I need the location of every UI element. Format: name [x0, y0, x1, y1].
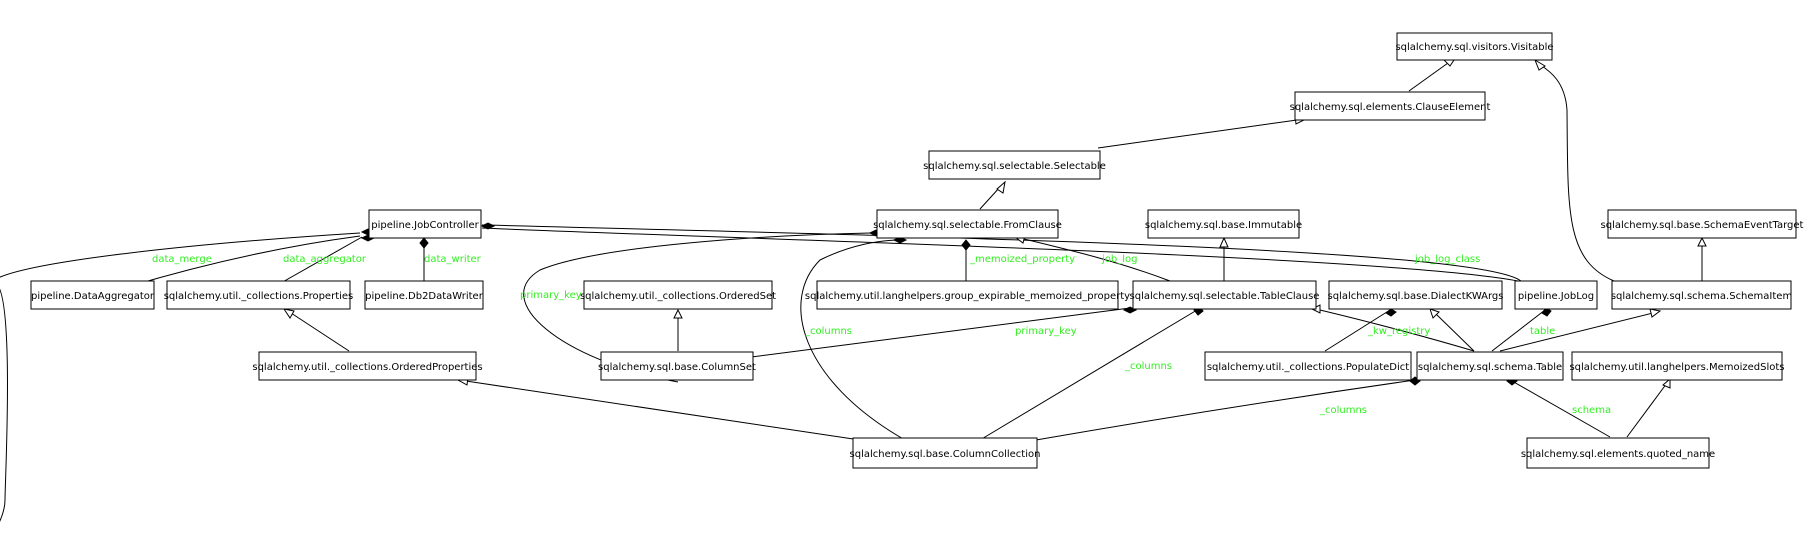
node-label: sqlalchemy.sql.base.ColumnSet — [598, 362, 756, 373]
edge-schematable-joblog — [1491, 309, 1546, 352]
edge-selectable-clauseelement — [1097, 119, 1298, 149]
edge-schemaitem-visitable — [1538, 63, 1615, 282]
edge-schematable-dialectkwargs — [1435, 313, 1475, 352]
node-label: sqlalchemy.sql.selectable.FromClause — [873, 220, 1062, 231]
node-label: sqlalchemy.sql.selectable.TableClause — [1130, 291, 1320, 302]
node-selectable: sqlalchemy.sql.selectable.Selectable — [923, 150, 1106, 180]
node-columnset: sqlalchemy.sql.base.ColumnSet — [598, 351, 756, 381]
arrowhead-properties — [282, 308, 295, 319]
edge-columnset-tableclause — [743, 307, 1131, 359]
arrowhead-dialectkwargs — [1429, 308, 1440, 319]
node-label: sqlalchemy.sql.base.DialectKWArgs — [1327, 291, 1503, 302]
arrowhead-visitable-2 — [1533, 58, 1546, 71]
edge-label-job-log-class: job_log_class — [1414, 254, 1480, 265]
edge-columncollection-orderedproperties — [465, 380, 861, 441]
arrowhead-memoizedslots — [1662, 377, 1671, 389]
node-properties: sqlalchemy.util._collections.Properties — [164, 280, 354, 310]
node-label: sqlalchemy.sql.elements.ClauseElement — [1290, 102, 1491, 113]
node-columncollection: sqlalchemy.sql.base.ColumnCollection — [850, 437, 1041, 469]
edge-label-kw-registry: _kw_registry — [1367, 326, 1430, 337]
arrowhead-schemaitem — [1649, 308, 1662, 318]
node-fromclause: sqlalchemy.sql.selectable.FromClause — [873, 209, 1062, 239]
edge-label-columns-3: _columns — [1319, 405, 1367, 416]
diamond-fromclause-2 — [961, 239, 971, 251]
node-label: sqlalchemy.sql.visitors.Visitable — [1395, 42, 1553, 53]
node-label: sqlalchemy.sql.schema.Table — [1418, 362, 1562, 373]
node-label: sqlalchemy.sql.schema.SchemaItem — [1611, 291, 1792, 302]
edge-clauseelement-visitable — [1408, 62, 1449, 92]
edge-quotedname-memoizedslots — [1626, 382, 1668, 438]
node-schemaitem: sqlalchemy.sql.schema.SchemaItem — [1611, 280, 1792, 310]
edge-columncollection-fromclause — [800, 239, 906, 441]
edge-columncollection-schematable — [1035, 379, 1416, 441]
node-label: sqlalchemy.util._collections.OrderedProp… — [252, 362, 482, 373]
edge-label-data-aggregator: data_aggregator — [283, 254, 367, 265]
node-label: sqlalchemy.util._collections.OrderedSet — [580, 291, 776, 302]
diamond-jobcontroller-3 — [419, 237, 429, 249]
edge-label-job-log: job_log — [1101, 254, 1138, 265]
edge-quotedname-schematable — [1511, 380, 1611, 438]
node-populatedict: sqlalchemy.util._collections.PopulateDic… — [1204, 351, 1412, 381]
node-schematable: sqlalchemy.sql.schema.Table — [1416, 351, 1564, 381]
edge-label-memoized-property: _memoized_property — [969, 254, 1075, 265]
node-label: sqlalchemy.sql.selectable.Selectable — [923, 161, 1106, 172]
node-label: sqlalchemy.util._collections.Properties — [164, 291, 354, 302]
edge-label-columns-1: _columns — [804, 326, 852, 337]
arrowhead-immutable — [1219, 236, 1229, 248]
edge-schematable-tableclause — [1319, 309, 1475, 352]
node-orderedproperties: sqlalchemy.util._collections.OrderedProp… — [252, 351, 483, 381]
node-label: sqlalchemy.sql.elements.quoted_name — [1521, 449, 1715, 460]
node-label: pipeline.JobController — [371, 220, 479, 231]
node-memoizedslots: sqlalchemy.util.langhelpers.MemoizedSlot… — [1569, 351, 1785, 381]
diamond-jobcontroller-4 — [480, 222, 496, 230]
node-jobcontroller: pipeline.JobController — [368, 209, 482, 239]
node-label: pipeline.Db2DataWriter — [365, 291, 484, 302]
edge-columncollection-tableclause — [979, 309, 1198, 441]
node-gemp: sqlalchemy.util.langhelpers.group_expira… — [805, 280, 1130, 310]
node-label: sqlalchemy.util._collections.PopulateDic… — [1207, 362, 1409, 373]
edge-label-data-writer: data_writer — [424, 254, 482, 265]
node-orderedset: sqlalchemy.util._collections.OrderedSet — [580, 280, 776, 310]
node-dialectkwargs: sqlalchemy.sql.base.DialectKWArgs — [1327, 280, 1504, 310]
node-label: sqlalchemy.util.langhelpers.MemoizedSlot… — [1569, 362, 1784, 373]
edge-columnset-fromclause — [523, 232, 871, 383]
edge-left-loop — [0, 289, 8, 523]
node-quotedname: sqlalchemy.sql.elements.quoted_name — [1521, 437, 1715, 469]
node-db2datawriter: pipeline.Db2DataWriter — [364, 280, 484, 310]
node-schemaeventtarget: sqlalchemy.sql.base.SchemaEventTarget — [1601, 209, 1804, 239]
edge-schematable-schemaitem — [1499, 312, 1654, 352]
edge-fromclause-selectable — [979, 186, 1001, 210]
edge-tableclause-fromclause — [1023, 238, 1171, 282]
node-label: sqlalchemy.sql.base.SchemaEventTarget — [1601, 220, 1804, 231]
edge-label-data-merge: data_merge — [152, 254, 212, 265]
edge-label-table: table — [1530, 326, 1555, 337]
node-joblog: pipeline.JobLog — [1514, 280, 1598, 310]
node-visitable: sqlalchemy.sql.visitors.Visitable — [1395, 32, 1554, 61]
edge-label-schema: schema — [1572, 405, 1611, 416]
edge-populatedict-dialectkwargs — [1324, 309, 1391, 352]
diamond-joblog — [1541, 307, 1552, 317]
node-label: sqlalchemy.util.langhelpers.group_expira… — [805, 291, 1130, 302]
edge-label-primary-key-2: primary_key — [1015, 326, 1077, 337]
edge-joblog-jobcontroller — [481, 224, 1522, 282]
node-label: pipeline.JobLog — [1518, 291, 1594, 302]
edge-dataaggregator-jobcontroller — [0, 232, 361, 278]
node-clauseelement: sqlalchemy.sql.elements.ClauseElement — [1290, 91, 1491, 121]
node-label: sqlalchemy.sql.base.ColumnCollection — [850, 449, 1041, 460]
edge-label-primary-key-1: primary_key — [520, 290, 582, 301]
node-label: pipeline.DataAggregator — [31, 291, 155, 302]
arrowhead-orderedset — [673, 308, 683, 319]
node-label: sqlalchemy.sql.base.Immutable — [1145, 220, 1302, 231]
arrowhead-schemaeventtarget — [1697, 236, 1707, 247]
node-immutable: sqlalchemy.sql.base.Immutable — [1145, 209, 1302, 239]
edge-label-columns-2: _columns — [1124, 361, 1172, 372]
edge-joblog2-jobcontroller — [481, 227, 1519, 282]
diamond-dialectkwargs — [1385, 308, 1397, 317]
node-tableclause: sqlalchemy.sql.selectable.TableClause — [1130, 280, 1320, 310]
node-dataaggregator: pipeline.DataAggregator — [30, 280, 155, 310]
edge-orderedproperties-properties — [290, 312, 350, 352]
arrowhead-selectable — [996, 180, 1006, 194]
